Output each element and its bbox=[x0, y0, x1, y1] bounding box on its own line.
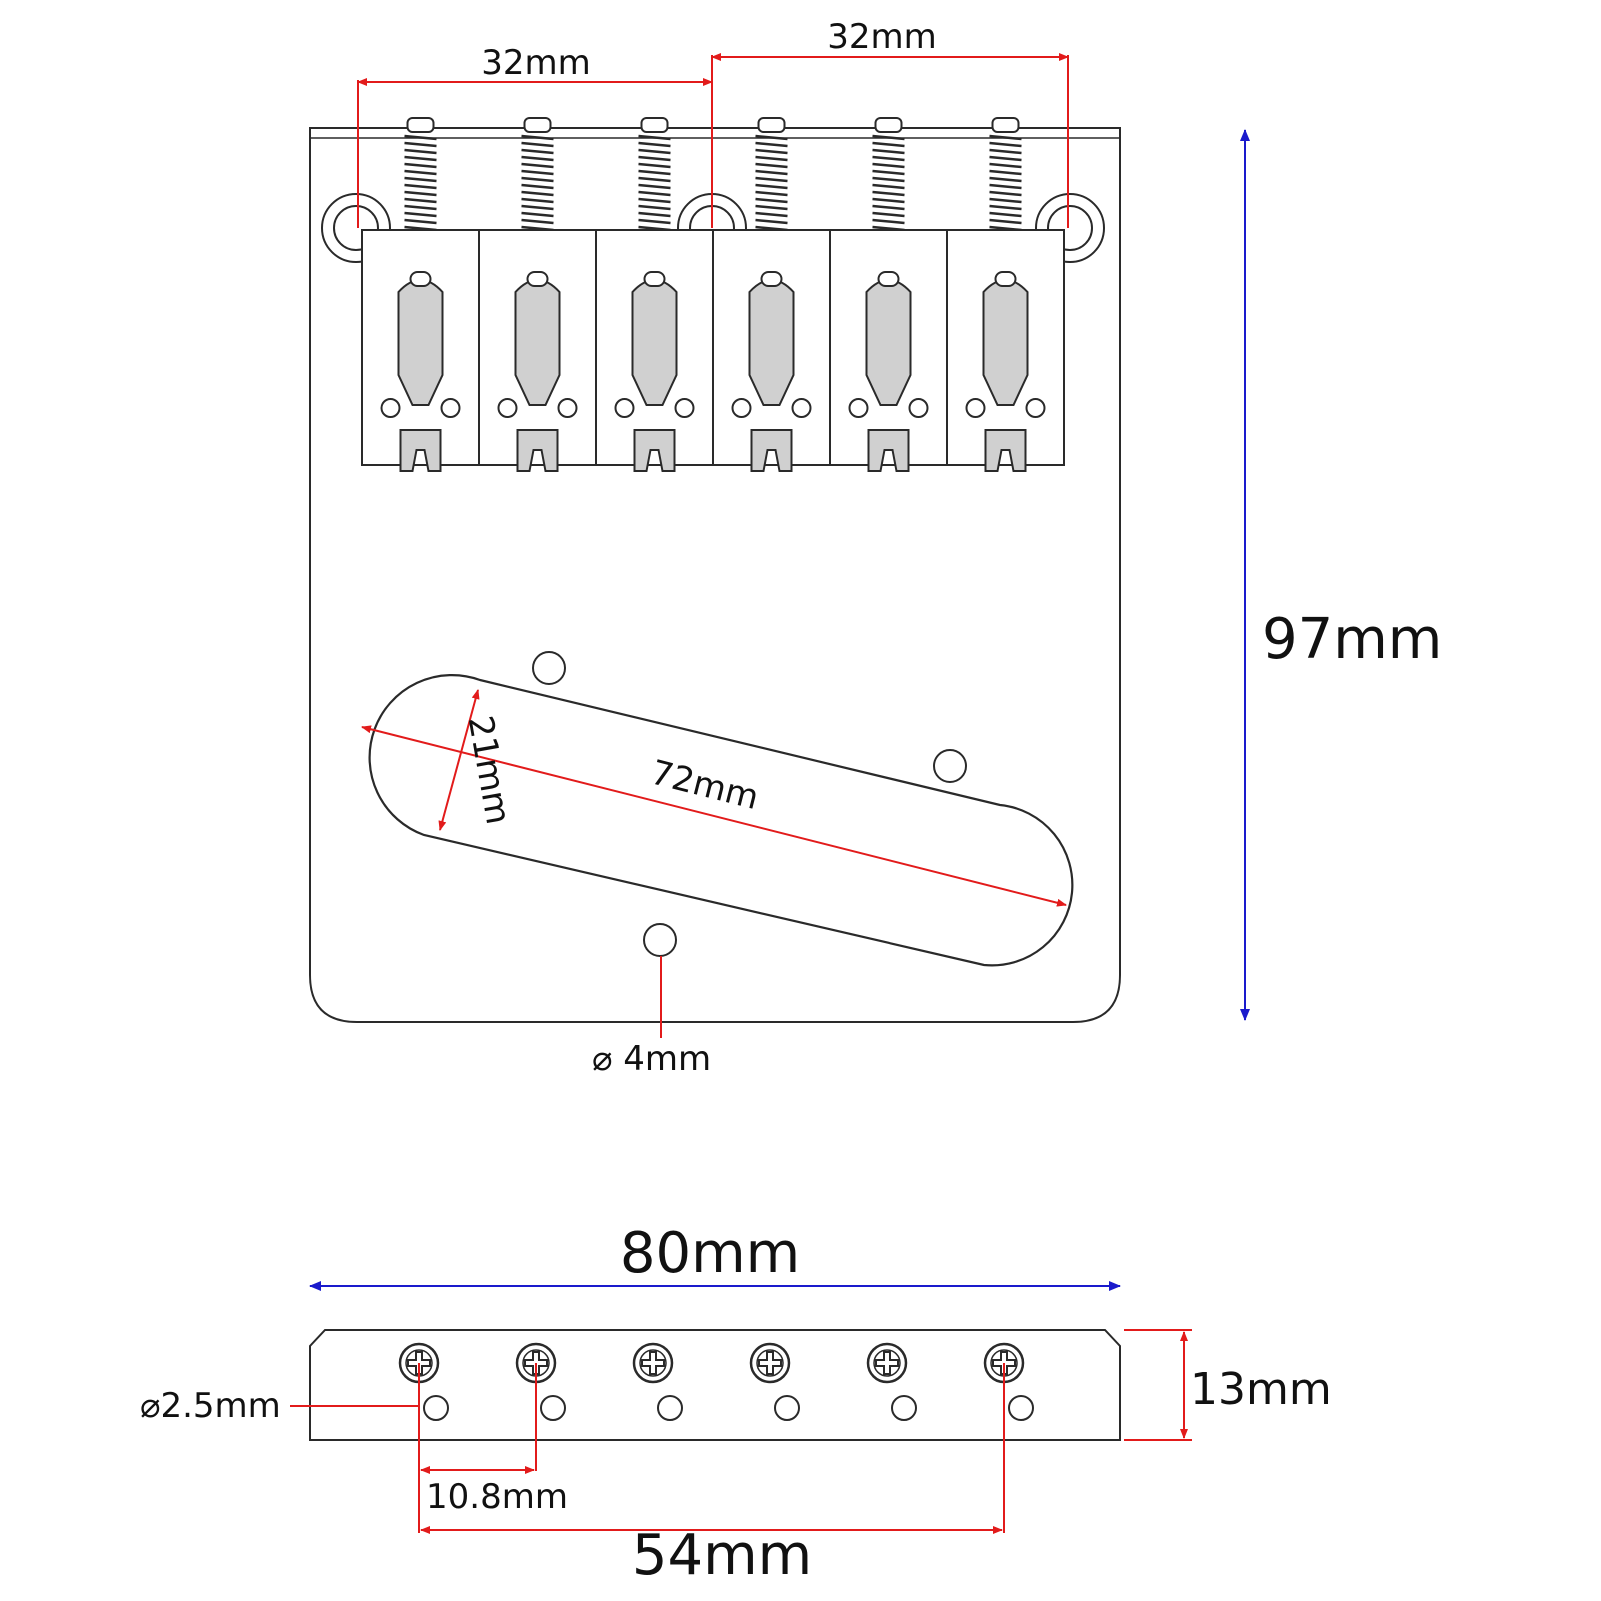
saddle-groove bbox=[631, 279, 678, 406]
saddles bbox=[361, 117, 1065, 472]
dim-side-height: 13mm bbox=[1124, 1329, 1332, 1441]
saddle-groove bbox=[865, 279, 912, 406]
pickup-mount-hole-right bbox=[933, 749, 967, 783]
dim-screw-spacing: 10.8mm bbox=[418, 1363, 568, 1533]
string-notch bbox=[750, 429, 793, 472]
side-hole bbox=[657, 1395, 683, 1421]
phillips-screw-icon bbox=[632, 1342, 674, 1384]
intonation-spring bbox=[404, 117, 437, 232]
saddle-groove bbox=[514, 279, 561, 406]
height-screw-icon bbox=[731, 398, 752, 418]
side-view: 80mm 13mm ⌀2.5mm 10.8mm 54mm bbox=[140, 1221, 1332, 1588]
side-hole bbox=[540, 1395, 566, 1421]
height-screw-icon bbox=[380, 398, 401, 418]
dim-outer-screw-span-label: 54mm bbox=[632, 1523, 812, 1588]
intonation-spring bbox=[872, 117, 905, 232]
phillips-screw-icon bbox=[866, 1342, 908, 1384]
saddle bbox=[595, 117, 714, 472]
saddle bbox=[829, 117, 948, 472]
bridge-plate-outline bbox=[309, 127, 1121, 1023]
saddle bbox=[361, 117, 480, 472]
string-notch bbox=[984, 429, 1027, 472]
height-screw-icon bbox=[1025, 398, 1046, 418]
intonation-spring bbox=[521, 117, 554, 232]
string-notch bbox=[867, 429, 910, 472]
height-screw-icon bbox=[674, 398, 695, 418]
dim-pickup-width-label: 21mm bbox=[460, 713, 518, 828]
top-view: 32mm 32mm 97mm 72mm 21mm ⌀ 4mm bbox=[309, 17, 1442, 1079]
dim-spacing-right-label: 32mm bbox=[827, 17, 937, 57]
dim-side-height-label: 13mm bbox=[1190, 1364, 1332, 1415]
mounting-hole-left bbox=[321, 193, 391, 263]
pickup-mount-hole-top bbox=[532, 651, 566, 685]
dim-width: 80mm bbox=[309, 1221, 1121, 1291]
dim-pickup-length-label: 72mm bbox=[647, 753, 763, 819]
height-screw-icon bbox=[848, 398, 869, 418]
side-hole bbox=[774, 1395, 800, 1421]
dim-spacing-right: 32mm bbox=[711, 17, 1069, 228]
dim-screw-spacing-label: 10.8mm bbox=[426, 1477, 568, 1517]
dim-spacing-left-label: 32mm bbox=[481, 43, 591, 83]
mounting-hole-right bbox=[1035, 193, 1105, 263]
saddle-groove bbox=[397, 279, 444, 406]
dim-spacing-left: 32mm bbox=[357, 43, 713, 228]
dim-width-label: 80mm bbox=[620, 1221, 800, 1286]
dim-side-hole-diameter: ⌀2.5mm bbox=[140, 1386, 420, 1426]
saddle bbox=[946, 117, 1065, 472]
height-screw-icon bbox=[791, 398, 812, 418]
pickup-mount-hole-bottom bbox=[643, 923, 677, 957]
dim-hole-diameter: ⌀ 4mm bbox=[592, 956, 711, 1079]
dim-side-hole-diameter-label: ⌀2.5mm bbox=[140, 1386, 281, 1426]
dim-height-label: 97mm bbox=[1262, 607, 1442, 672]
height-screw-icon bbox=[908, 398, 929, 418]
height-screw-icon bbox=[497, 398, 518, 418]
intonation-spring bbox=[638, 117, 671, 232]
dim-hole-diameter-label: ⌀ 4mm bbox=[592, 1039, 711, 1079]
phillips-screw-icon bbox=[749, 1342, 791, 1384]
saddle bbox=[478, 117, 597, 472]
height-screw-icon bbox=[440, 398, 461, 418]
height-screw-icon bbox=[965, 398, 986, 418]
string-notch bbox=[516, 429, 559, 472]
dim-height: 97mm bbox=[1240, 129, 1442, 1021]
saddle-groove bbox=[748, 279, 795, 406]
intonation-spring bbox=[989, 117, 1022, 232]
height-screw-icon bbox=[557, 398, 578, 418]
side-plate-outline bbox=[309, 1329, 1121, 1441]
dim-pickup-width: 21mm bbox=[438, 689, 518, 831]
string-notch bbox=[399, 429, 442, 472]
dim-outer-screw-span: 54mm bbox=[420, 1363, 1005, 1588]
side-hole bbox=[1008, 1395, 1034, 1421]
side-hole bbox=[891, 1395, 917, 1421]
saddle bbox=[712, 117, 831, 472]
height-screw-icon bbox=[614, 398, 635, 418]
string-notch bbox=[633, 429, 676, 472]
side-screws bbox=[398, 1342, 1034, 1421]
saddle-groove bbox=[982, 279, 1029, 406]
side-hole bbox=[423, 1395, 449, 1421]
intonation-spring bbox=[755, 117, 788, 232]
